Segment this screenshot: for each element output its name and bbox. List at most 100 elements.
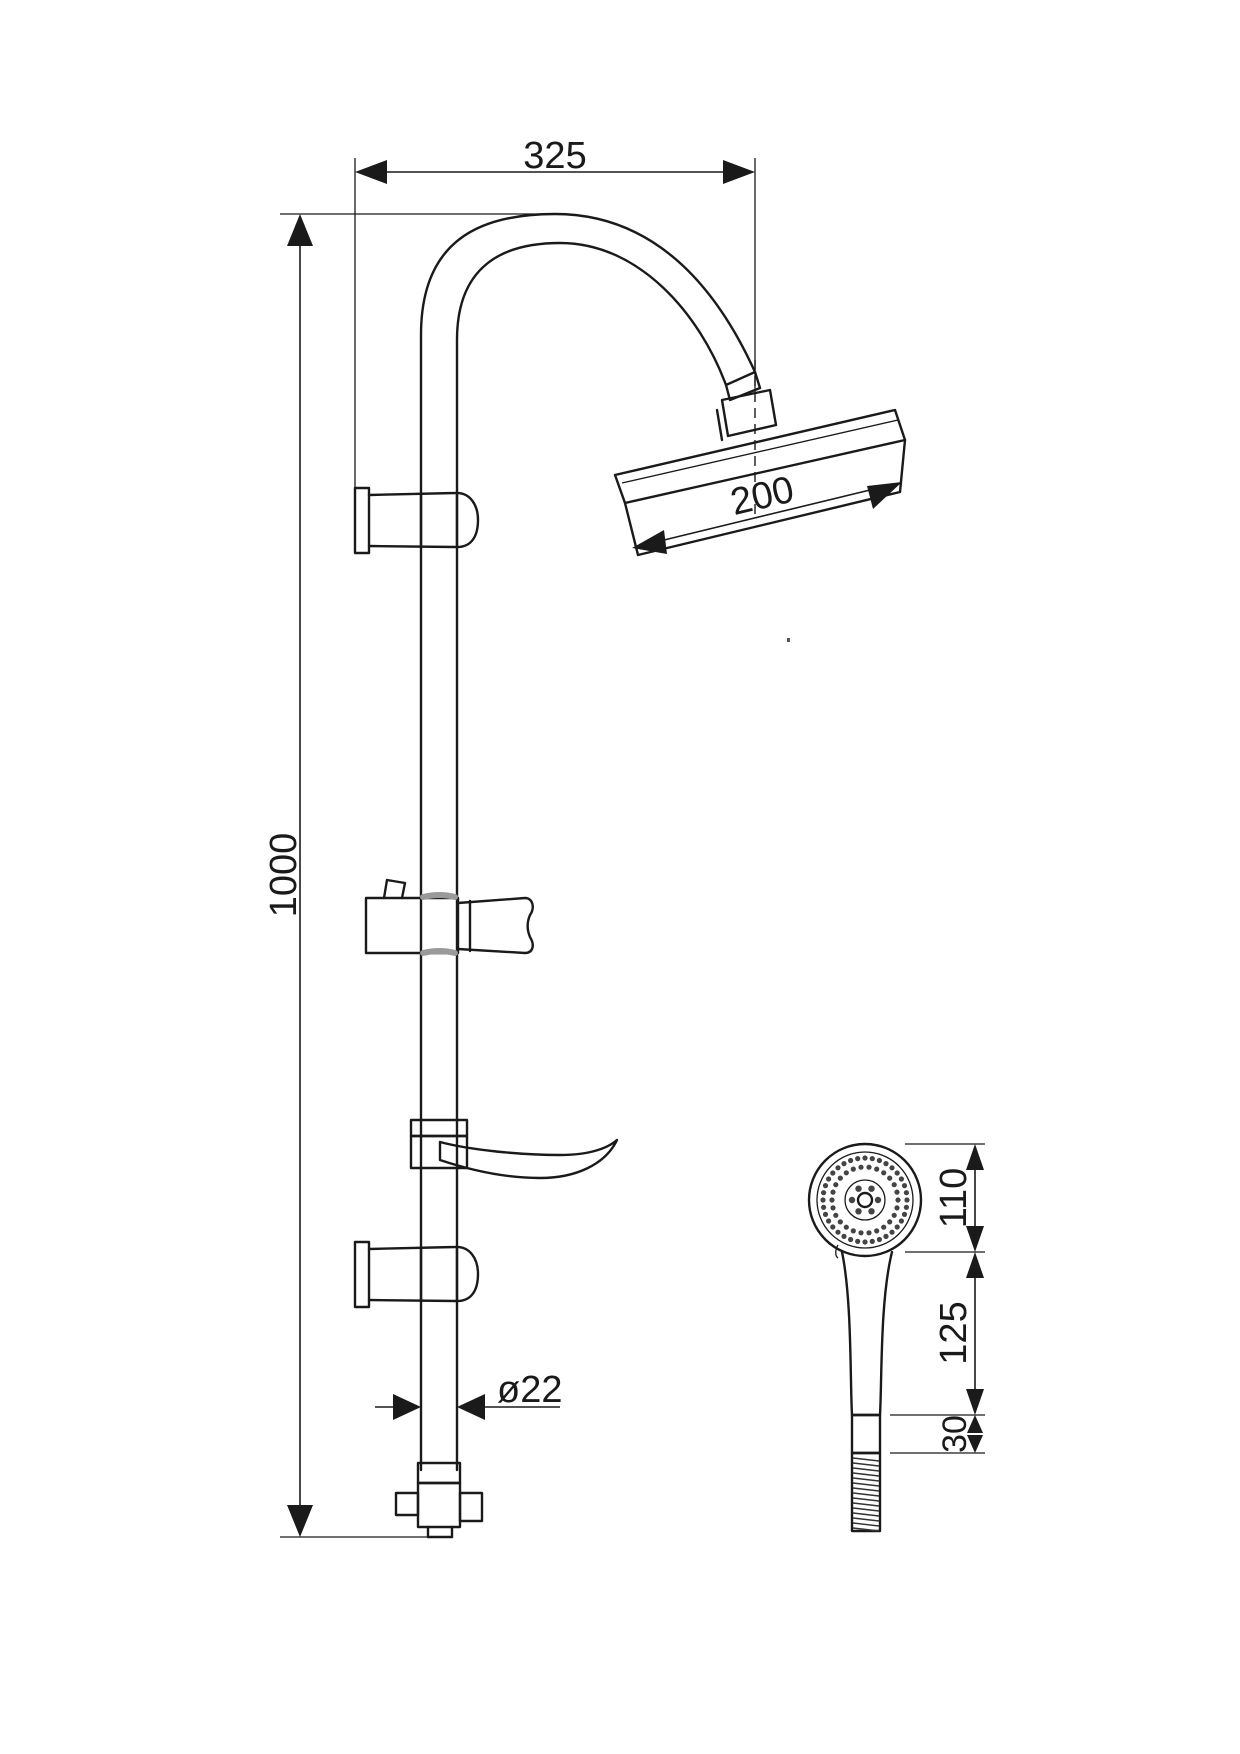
hose-thread-line bbox=[852, 1482, 880, 1487]
lower-wall-bracket bbox=[353, 1240, 480, 1309]
nozzle-dot bbox=[901, 1211, 908, 1217]
nozzle-dot bbox=[855, 1156, 861, 1162]
nozzle-dot bbox=[895, 1197, 901, 1203]
dimension-rail-diameter: ø22 bbox=[375, 1369, 562, 1420]
dimension-rail-height: 1000 bbox=[263, 213, 560, 1538]
nozzle-dot bbox=[822, 1183, 829, 1189]
nozzle-dot bbox=[833, 1212, 839, 1218]
hose-thread-line bbox=[852, 1492, 880, 1497]
nozzle-dot bbox=[874, 1228, 880, 1234]
dimension-label-rail-height: 1000 bbox=[263, 833, 305, 918]
nozzle-dot bbox=[876, 1157, 883, 1164]
dimension-label-hand-head-height: 110 bbox=[933, 1168, 975, 1229]
hose-thread-line bbox=[852, 1502, 880, 1507]
nozzle-dot bbox=[821, 1190, 827, 1196]
nozzle-dot bbox=[862, 1155, 868, 1161]
soap-hook bbox=[409, 1118, 619, 1180]
gooseneck-arm bbox=[419, 212, 762, 1472]
nozzle-dot bbox=[850, 1166, 856, 1172]
nozzle-dot bbox=[855, 1238, 861, 1244]
dimension-label-arm-reach: 325 bbox=[523, 135, 586, 177]
nozzle-dot bbox=[821, 1204, 827, 1210]
nozzle-dot bbox=[894, 1170, 900, 1176]
nozzle-dot bbox=[822, 1211, 829, 1217]
nozzle-dot bbox=[826, 1218, 832, 1224]
nozzle-dot bbox=[829, 1197, 835, 1203]
nozzle-dot bbox=[837, 1175, 843, 1181]
nozzle-dot bbox=[901, 1183, 908, 1189]
nozzle-dot bbox=[889, 1229, 895, 1235]
bottom-outlet-elbow bbox=[394, 1461, 484, 1539]
nozzle-dot bbox=[833, 1182, 839, 1188]
nozzle-dot bbox=[868, 1185, 875, 1192]
nozzle-dot bbox=[903, 1204, 910, 1210]
hose-thread-line bbox=[852, 1497, 880, 1502]
nozzle-dot bbox=[866, 1230, 872, 1236]
hose-thread-line bbox=[852, 1517, 880, 1522]
nozzle-dot bbox=[898, 1176, 905, 1182]
nozzle-dot bbox=[904, 1197, 910, 1203]
nozzle-dot bbox=[830, 1224, 836, 1230]
hose-thread-line bbox=[852, 1507, 880, 1512]
nozzle-dot bbox=[830, 1205, 836, 1211]
nozzle-dot bbox=[894, 1224, 900, 1230]
nozzle-dot bbox=[889, 1165, 895, 1171]
nozzle-dot bbox=[868, 1208, 875, 1215]
nozzle-dot bbox=[898, 1218, 905, 1224]
hose-threads bbox=[852, 1457, 880, 1532]
hose-thread-line bbox=[852, 1467, 880, 1472]
hose-thread-line bbox=[852, 1527, 880, 1532]
hose-thread-line bbox=[852, 1477, 880, 1482]
spray-nozzles bbox=[820, 1155, 910, 1245]
sliding-holder bbox=[364, 878, 534, 956]
nozzle-dot bbox=[837, 1219, 843, 1225]
nozzle-dot bbox=[862, 1239, 868, 1245]
nozzle-dot bbox=[891, 1212, 897, 1218]
hose-thread-line bbox=[852, 1472, 880, 1477]
dimension-label-hand-neck-length: 30 bbox=[936, 1415, 974, 1453]
nozzle-dot bbox=[848, 1196, 856, 1204]
nozzle-dot bbox=[843, 1170, 849, 1176]
nozzle-dot bbox=[881, 1224, 887, 1230]
nozzle-dot bbox=[869, 1238, 875, 1244]
nozzle-dot bbox=[843, 1224, 849, 1230]
nozzle-dot bbox=[850, 1228, 856, 1234]
upper-wall-bracket bbox=[353, 486, 480, 555]
hose-thread-line bbox=[852, 1487, 880, 1492]
nozzle-dot bbox=[848, 1157, 854, 1164]
nozzle-dot bbox=[835, 1165, 841, 1171]
nozzle-dot bbox=[866, 1164, 872, 1170]
nozzle-dot bbox=[820, 1197, 826, 1203]
hose-thread-line bbox=[852, 1512, 880, 1517]
nozzle-dot bbox=[835, 1229, 841, 1235]
nozzle-dot bbox=[874, 1166, 880, 1172]
stray-mark bbox=[787, 638, 790, 642]
nozzle-dot bbox=[883, 1233, 889, 1239]
dimension-label-hand-handle-length: 125 bbox=[933, 1301, 975, 1364]
nozzle-dot bbox=[826, 1176, 832, 1182]
nozzle-dot bbox=[858, 1164, 864, 1170]
nozzle-dot bbox=[894, 1189, 900, 1195]
nozzle-dot bbox=[841, 1161, 847, 1167]
nozzle-dot bbox=[858, 1230, 864, 1236]
hand-shower bbox=[807, 1142, 923, 1533]
nozzle-dot bbox=[887, 1219, 893, 1225]
dimension-arm-reach: 325 bbox=[354, 135, 756, 488]
nozzle-dot bbox=[881, 1170, 887, 1176]
hose-thread-line bbox=[852, 1462, 880, 1467]
nozzle-dot bbox=[894, 1205, 900, 1211]
nozzle-dot bbox=[830, 1189, 836, 1195]
nozzle-dot bbox=[874, 1196, 882, 1204]
nozzle-dot bbox=[887, 1175, 893, 1181]
nozzle-dot bbox=[841, 1233, 847, 1239]
nozzle-dot bbox=[883, 1161, 889, 1167]
nozzle-dot bbox=[830, 1170, 836, 1176]
dimension-label-rail-diameter: ø22 bbox=[497, 1369, 562, 1411]
dimension-hand-shower: 110 125 30 bbox=[890, 1143, 985, 1454]
nozzle-dot bbox=[848, 1236, 854, 1243]
nozzle-dot bbox=[855, 1185, 862, 1192]
nozzle-dot bbox=[891, 1182, 897, 1188]
nozzle-dot bbox=[855, 1208, 862, 1215]
hose-thread-line bbox=[852, 1457, 880, 1462]
